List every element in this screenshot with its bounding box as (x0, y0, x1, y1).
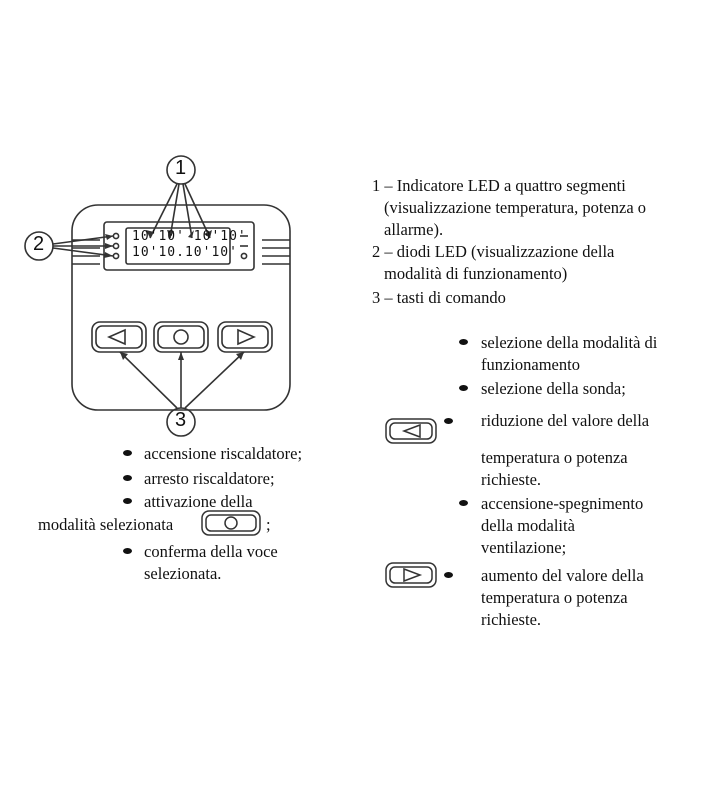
right-desc-1-line-1: selezione della modalità di (481, 333, 658, 352)
right-desc-5-line-1: aumento del valore della (481, 566, 644, 585)
right-desc-4-line-2: della modalità (481, 516, 575, 535)
led-diode-2 (112, 242, 120, 250)
legend-item-3: 3 – tasti di comando (372, 288, 506, 307)
circle-button-icon (201, 510, 261, 536)
legend-item-2-line-1: 2 – diodi LED (visualizzazione della (372, 242, 615, 261)
callout-1-label: 1 (175, 157, 187, 179)
center-desc-1: accensione riscaldatore; (144, 444, 303, 463)
callout-3-label: 3 (175, 409, 187, 431)
center-desc-3: attivazione della (144, 492, 253, 511)
center-desc-3-cont: modalità selezionata (38, 515, 174, 534)
right-desc-5-line-3: richieste. (481, 610, 542, 629)
bullet (459, 385, 468, 391)
led-diode-1 (112, 232, 120, 240)
bullet (459, 500, 468, 506)
right-desc-4-line-1: accensione-spegnimento (481, 494, 644, 513)
right-desc-3-line-1: riduzione del valore della (481, 411, 650, 430)
right-desc-2: selezione della sonda; (481, 379, 626, 398)
center-desc-4-line-1: conferma della voce (144, 542, 278, 561)
right-arrow-icon (385, 562, 437, 588)
led-diode-3 (112, 252, 120, 260)
device-body (71, 204, 291, 411)
right-desc-3-line-2: temperatura o potenza (481, 448, 628, 467)
legend-item-1-line-3: allarme). (384, 220, 444, 239)
right-desc-3-line-3: richieste. (481, 470, 542, 489)
center-desc-4-line-2: selezionata. (144, 564, 222, 583)
bullet (459, 339, 468, 345)
left-arrow-button (91, 321, 147, 353)
bullet (123, 475, 132, 481)
right-desc-1-line-2: funzionamento (481, 355, 580, 374)
bullet (123, 548, 132, 554)
right-desc-4-line-3: ventilazione; (481, 538, 567, 557)
ok-circle-button (153, 321, 209, 353)
right-desc-5-line-2: temperatura o potenza (481, 588, 628, 607)
bullet (123, 450, 132, 456)
callout-2-label: 2 (33, 233, 45, 255)
center-desc-2: arresto riscaldatore; (144, 469, 275, 488)
legend-item-1-line-1: 1 – Indicatore LED a quattro segmenti (372, 176, 626, 195)
legend-item-2-line-2: modalità di funzionamento) (384, 264, 568, 283)
left-arrow-icon (385, 418, 437, 444)
bullet (123, 498, 132, 504)
bullet (444, 418, 453, 424)
right-arrow-button (217, 321, 273, 353)
led-display-bottom: 10'10.10'10' (132, 245, 238, 260)
led-display-top: 10'10' 10'10' (132, 229, 247, 244)
bullet (444, 572, 453, 578)
callout-1-circle (166, 155, 196, 185)
center-desc-3-end: ; (266, 515, 271, 534)
legend-item-1-line-2: (visualizzazione temperatura, potenza o (384, 198, 647, 217)
